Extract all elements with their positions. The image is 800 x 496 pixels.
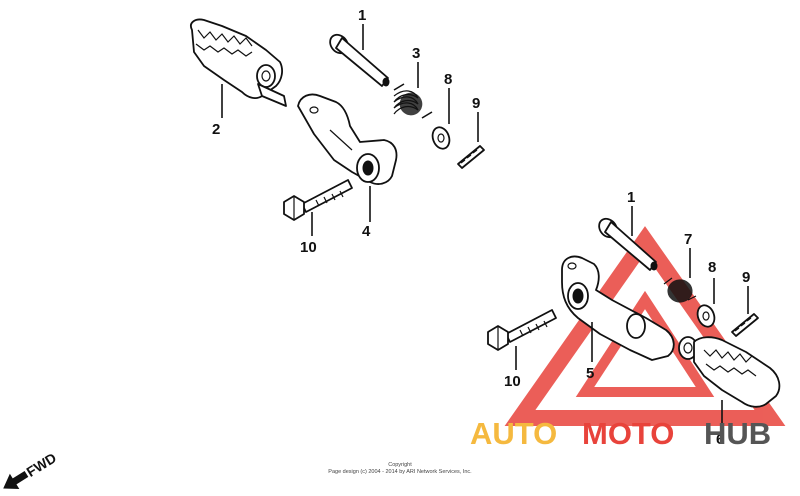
watermark-moto: MOTO: [582, 416, 674, 451]
cotter-pin-right: [731, 313, 759, 337]
arrow-left-icon: [3, 470, 29, 489]
callout-left-2: 2: [212, 121, 220, 138]
watermark-hub: HUB: [704, 416, 771, 451]
fwd-arrow: FWD: [3, 449, 60, 489]
washer-right: [696, 304, 716, 328]
callout-left-4: 4: [362, 223, 371, 240]
bolt-right: [487, 309, 557, 351]
copyright-line-2: Page design (c) 2004 - 2014 by ARI Netwo…: [328, 469, 472, 475]
callout-right-9: 9: [742, 269, 750, 286]
callout-left-10: 10: [300, 239, 317, 256]
callout-right-5: 5: [586, 365, 594, 382]
callout-left-3: 3: [412, 45, 420, 62]
footpeg-left: [190, 18, 287, 107]
copyright-line-1: Copyright: [388, 462, 412, 468]
callout-right-7: 7: [684, 231, 692, 248]
bolt-left: [283, 179, 353, 221]
callout-right-10: 10: [504, 373, 521, 390]
fwd-label: FWD: [24, 449, 60, 479]
footpeg-right: [678, 336, 781, 408]
callouts-right: 1 5 6 7 8 9 10: [504, 189, 750, 448]
spring-left: [393, 83, 433, 119]
copyright-notice: Copyright Page design (c) 2004 - 2014 by…: [328, 462, 472, 475]
callout-left-1: 1: [358, 7, 366, 24]
watermark-logo-text: AUTO MOTO HUB: [470, 416, 771, 451]
callout-left-9: 9: [472, 95, 480, 112]
watermark-logo-triangle: [504, 226, 786, 426]
watermark-auto: AUTO: [470, 416, 557, 451]
clevis-pin-right: [598, 217, 658, 271]
footpeg-bracket-right: [561, 255, 675, 361]
clevis-pin-left: [329, 33, 390, 87]
cotter-pin-left: [457, 145, 485, 169]
callout-left-8: 8: [444, 71, 452, 88]
callouts-left: 1 2 3 4 8 9 10: [212, 7, 480, 256]
callout-right-1: 1: [627, 189, 635, 206]
footpeg-bracket-left: [297, 93, 398, 185]
spring-right: [663, 277, 697, 303]
callout-right-6: 6: [716, 431, 724, 448]
washer-left: [431, 126, 451, 150]
leader-lines-right: [515, 206, 749, 428]
leader-lines-left: [221, 24, 479, 236]
callout-right-8: 8: [708, 259, 716, 276]
